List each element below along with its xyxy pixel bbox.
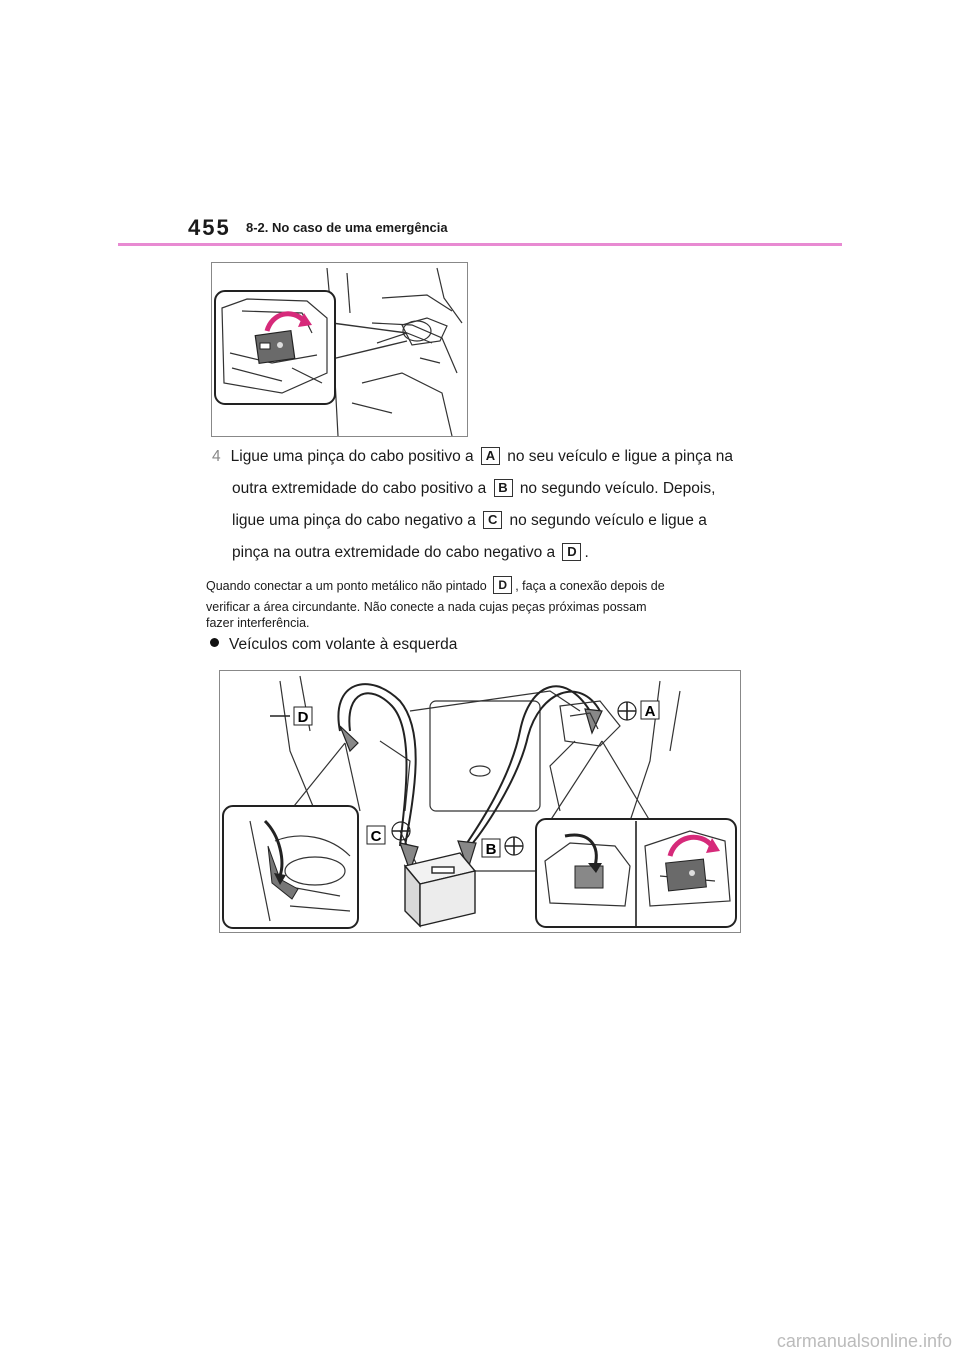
note-label-d-box: D (493, 576, 513, 594)
page-number: 455 (188, 215, 231, 240)
figure-terminal-cover (211, 262, 468, 437)
label-c-box: C (483, 511, 503, 529)
bullet-icon (210, 638, 219, 647)
engine-bay-illustration (214, 267, 463, 436)
callout-a-label: A (645, 703, 656, 720)
step-text: no segundo veículo. Depois, (519, 480, 716, 497)
callout-d-label: D (298, 709, 309, 726)
label-b-box: B (493, 479, 513, 497)
label-a-box: A (480, 447, 500, 465)
callout-a: A (617, 700, 660, 721)
step-text: no segundo veículo e ligue a (509, 512, 707, 529)
step-text: no seu veículo e ligue a pinça na (507, 448, 734, 465)
step-text: ligue uma pinça do cabo negativo a (232, 512, 476, 529)
step-4-line-4: pinça na outra extremidade do cabo negat… (232, 537, 589, 569)
watermark: carmanualsonline.info (776, 1331, 952, 1351)
note-line-2: verificar a área circundante. Não conect… (206, 600, 647, 614)
step-text: pinça na outra extremidade do cabo negat… (232, 544, 556, 561)
step-4-line-1: 4 Ligue uma pinça do cabo positivo a A no… (212, 441, 733, 473)
step-4-line-3: ligue uma pinça do cabo negativo a C no … (232, 505, 707, 537)
callout-c-label: C (371, 828, 382, 845)
note-text: Quando conectar a um ponto metálico não … (206, 579, 487, 593)
callout-b: B (481, 836, 524, 858)
callout-b-label: B (486, 841, 497, 858)
step-text: outra extremidade do cabo positivo a (232, 480, 487, 497)
bullet-text: Veículos com volante à esquerda (229, 636, 458, 653)
callout-d: D (270, 706, 313, 726)
note-text: , faça a conexão depois de (515, 579, 665, 593)
bullet-item: Veículos com volante à esquerda (210, 636, 457, 654)
label-d-box: D (562, 543, 582, 561)
callout-c: C (366, 821, 411, 845)
step-number: 4 (212, 448, 221, 465)
section-title: 8-2. No caso de uma emergência (246, 220, 448, 235)
step-text: . (584, 544, 589, 561)
note-line-1: Quando conectar a um ponto metálico não … (206, 576, 766, 596)
note-line-3: fazer interferência. (206, 616, 310, 630)
step-4-line-2: outra extremidade do cabo positivo a B n… (232, 473, 715, 505)
figure-jump-start: D C B A (219, 670, 741, 933)
header-rule (118, 243, 842, 246)
step-text: Ligue uma pinça do cabo positivo a (230, 448, 474, 465)
jump-start-illustration: D C B A (222, 675, 737, 929)
